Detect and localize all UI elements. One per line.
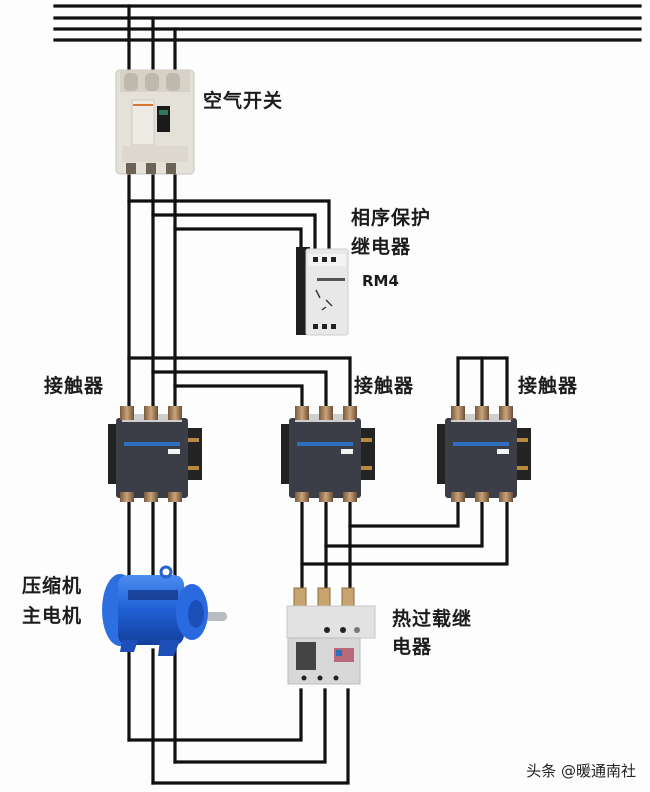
wires [53, 4, 642, 785]
phase-relay-label-1: 相序保护 [351, 207, 432, 229]
contactor-delta-label: 接触器 [354, 375, 415, 397]
relay-wire-3 [173, 227, 303, 249]
return-wire-1 [127, 688, 303, 742]
return-wire-3 [151, 688, 350, 785]
motor-label-2: 主电机 [22, 605, 83, 627]
air-switch [115, 69, 195, 175]
contactor-main [108, 406, 202, 502]
delta-wire-3 [173, 384, 304, 410]
motor-shaft [203, 612, 227, 621]
air-switch-label: 空气开关 [203, 90, 284, 112]
thermal-relay-label-1: 热过载继 [392, 608, 473, 630]
return-wire-2 [173, 688, 327, 764]
compressor-motor [102, 565, 227, 656]
thermal-relay-label-2: 电器 [392, 636, 433, 658]
cross-link-2 [324, 496, 484, 548]
motor-label-1: 压缩机 [22, 575, 83, 597]
thermal-overload-relay [286, 587, 376, 685]
phase-sequence-relay [296, 247, 349, 336]
cross-link-1 [348, 496, 460, 528]
relay-wire-2 [151, 213, 317, 249]
contactor-main-label: 接触器 [44, 375, 105, 397]
relay-wire-1 [127, 199, 331, 249]
breaker-handle [157, 106, 170, 132]
phase-relay-model: RM4 [362, 272, 399, 290]
contactor-delta [281, 406, 375, 502]
cross-link-3 [300, 496, 509, 566]
contactor-star [437, 406, 531, 502]
delta-wire-1 [127, 356, 352, 410]
contactor-star-label: 接触器 [518, 375, 579, 397]
delta-wire-2 [151, 370, 328, 410]
phase-relay-label-2: 继电器 [351, 236, 412, 258]
watermark: 头条 @暖通南社 [526, 762, 636, 780]
